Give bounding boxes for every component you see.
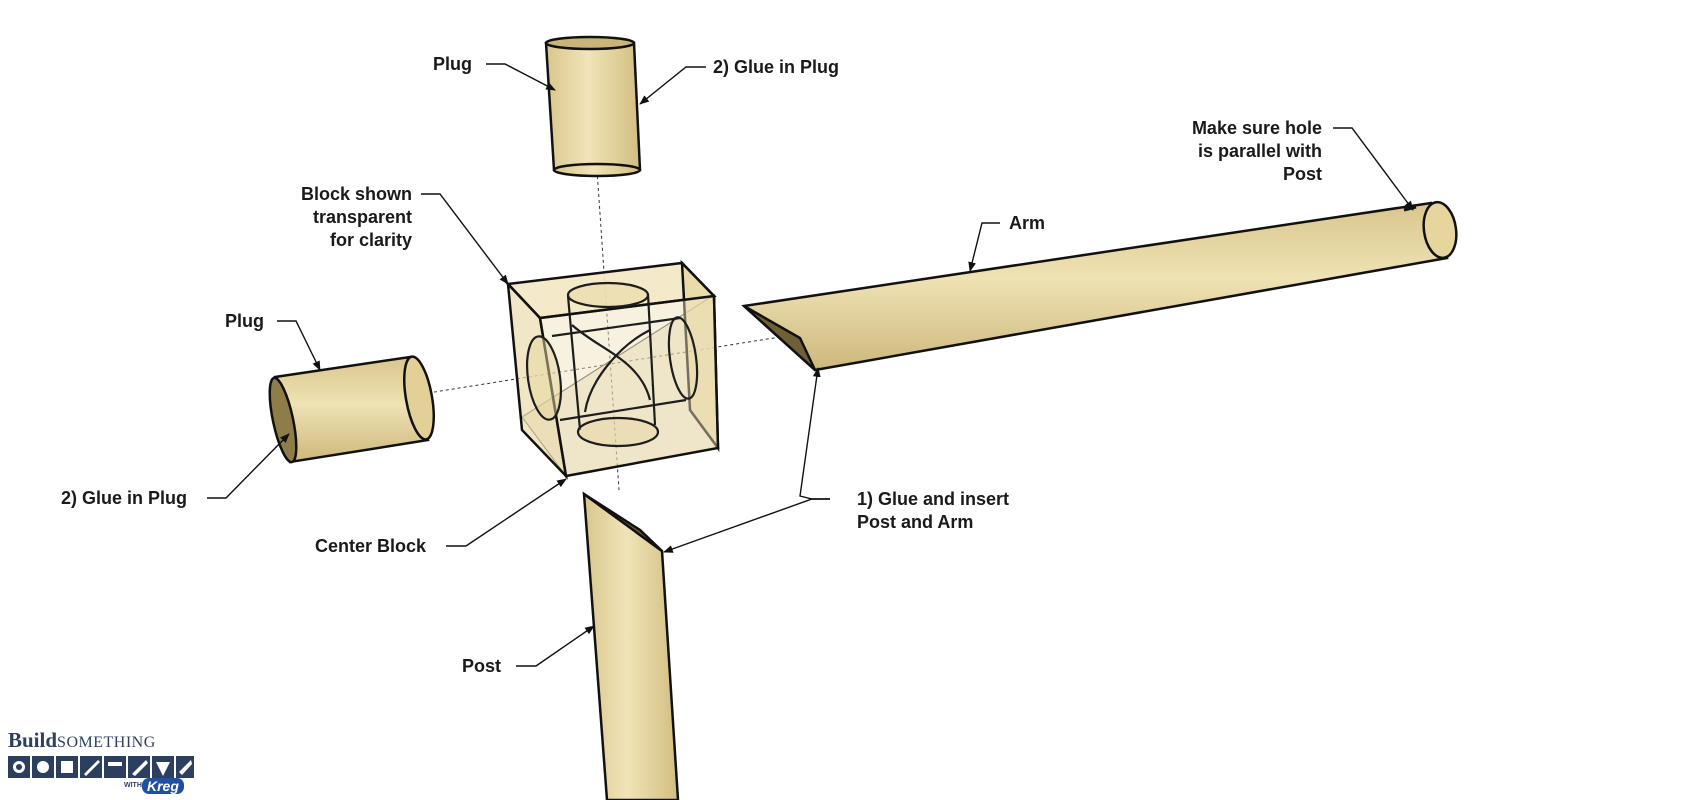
label-plug-top: Plug	[433, 54, 472, 74]
logo-wordmark: BuildSOMETHING	[8, 728, 156, 753]
label-block-note-line1: Block shown	[300, 184, 412, 204]
label-hole-note-line2: is parallel with	[1197, 141, 1322, 161]
post	[582, 491, 680, 800]
label-plug-left: Plug	[225, 311, 264, 331]
logo-something: SOMETHING	[57, 734, 156, 751]
logo-build: Build	[8, 728, 58, 752]
label-post: Post	[462, 656, 502, 676]
arm	[741, 200, 1458, 372]
logo-with: WITH	[124, 782, 142, 789]
label-block-note: Block shown transparent for clarity	[270, 183, 412, 252]
label-glue-plug-left: 2) Glue in Plug	[61, 488, 188, 508]
left-plug	[268, 355, 435, 464]
label-arm: Arm	[1009, 213, 1046, 233]
build-something-logo: BuildSOMETHING WITH Kreg	[8, 728, 194, 794]
label-hole-note: Make sure hole is parallel with Post	[1160, 117, 1322, 186]
leader-lines	[207, 63, 1414, 667]
label-glue-insert-line2: Post and Arm	[857, 512, 974, 532]
logo-tool-icons	[8, 756, 194, 778]
label-hole-note-line3: Post	[1282, 164, 1322, 184]
label-glue-insert: 1) Glue and insert Post and Arm	[857, 488, 1009, 534]
label-hole-note-line1: Make sure hole	[1191, 118, 1322, 138]
logo-kreg: Kreg	[142, 778, 184, 794]
label-block-note-line3: for clarity	[329, 230, 412, 250]
label-glue-insert-line1: 1) Glue and insert	[857, 489, 1010, 509]
label-center-block: Center Block	[315, 536, 427, 556]
top-plug	[544, 35, 642, 178]
label-glue-plug-top: 2) Glue in Plug	[713, 57, 840, 77]
center-block	[505, 259, 720, 480]
label-block-note-line2: transparent	[312, 207, 412, 227]
